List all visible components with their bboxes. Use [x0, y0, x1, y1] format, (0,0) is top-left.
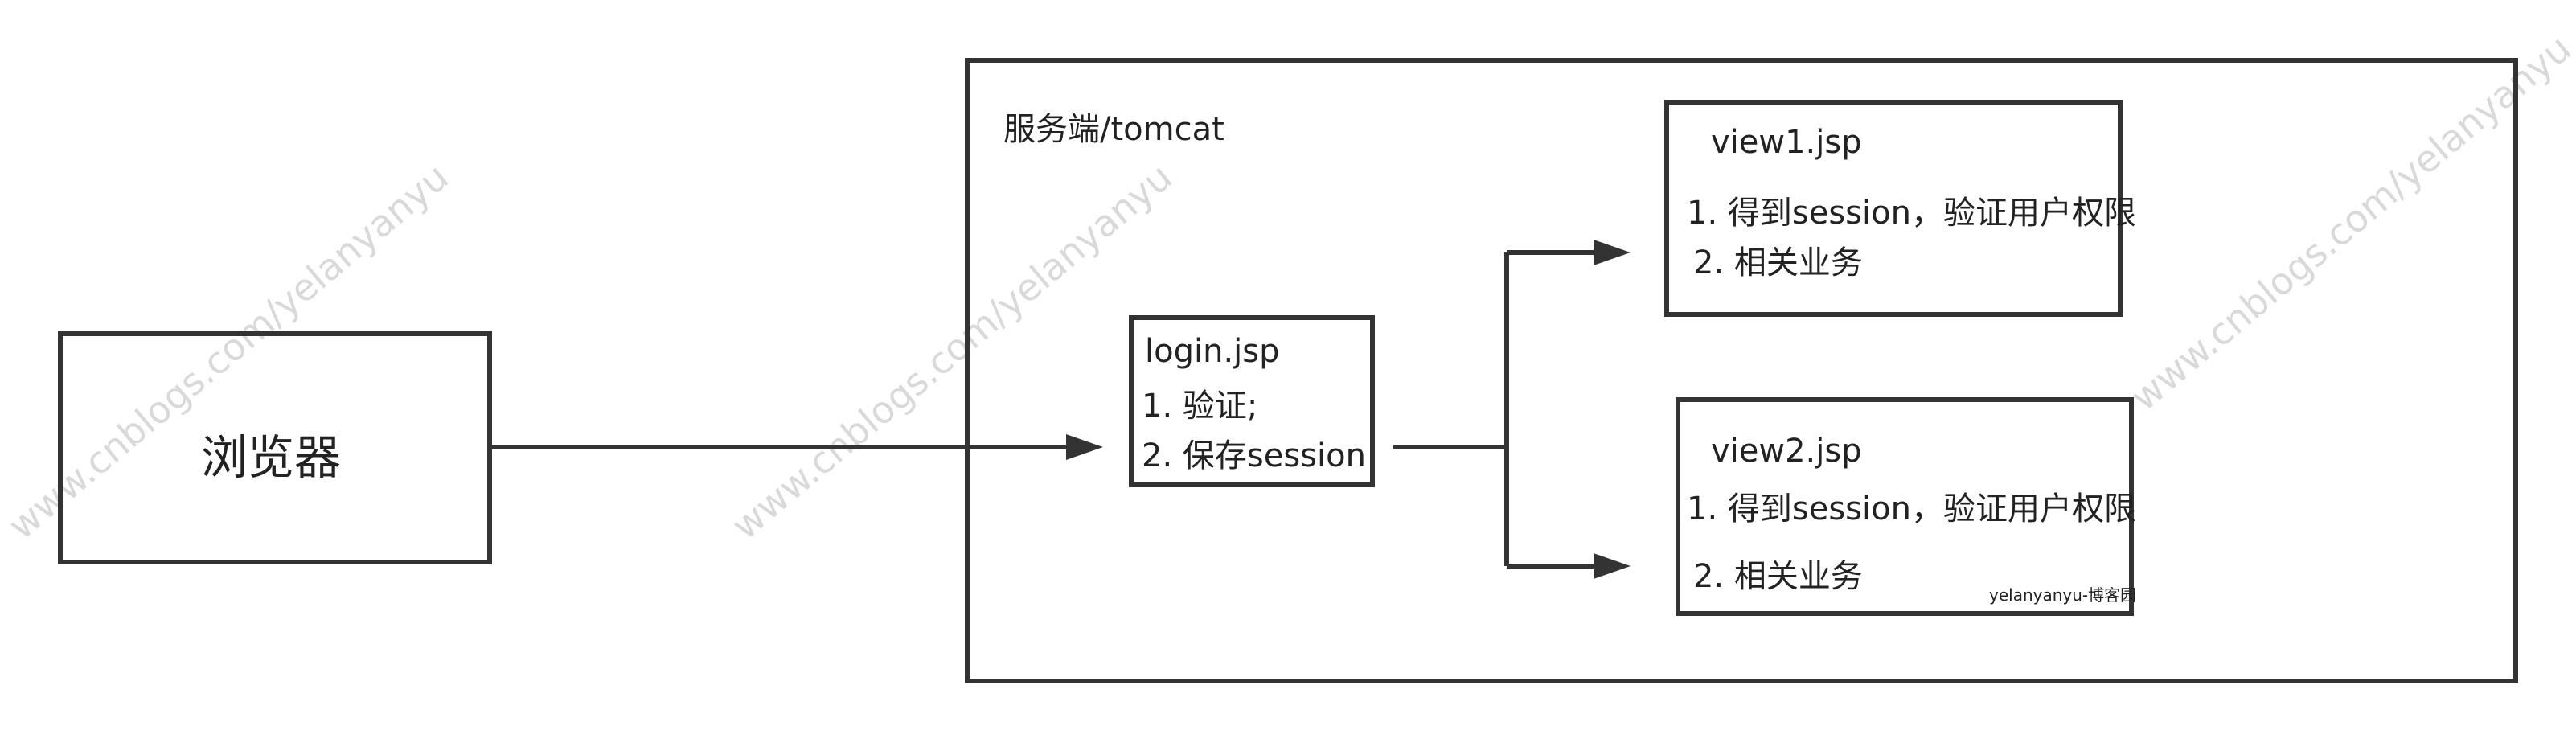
view1-jsp-line2: 2. 相关业务	[1693, 244, 1863, 281]
login-jsp-line1: 1. 验证;	[1142, 388, 1258, 425]
view1-jsp-line1: 1. 得到session，验证用户权限	[1687, 195, 2136, 232]
server-container	[965, 58, 2518, 683]
login-jsp-title: login.jsp	[1145, 333, 1280, 370]
login-jsp-box	[1129, 315, 1375, 487]
arrowhead-view2	[1594, 553, 1631, 579]
server-label: 服务端/tomcat	[1003, 111, 1224, 148]
view2-jsp-line2: 2. 相关业务	[1693, 558, 1863, 595]
view1-jsp-box	[1664, 100, 2123, 317]
view1-jsp-title: view1.jsp	[1711, 124, 1862, 161]
view2-jsp-title: view2.jsp	[1711, 433, 1862, 470]
view2-jsp-line1: 1. 得到session，验证用户权限	[1687, 491, 2136, 527]
arrowhead-view1	[1594, 240, 1631, 265]
browser-label: 浏览器	[201, 430, 342, 485]
arrowhead-login	[1066, 434, 1103, 460]
browser-box	[58, 331, 492, 564]
view2-jsp-box	[1676, 397, 2134, 616]
login-jsp-line2: 2. 保存session	[1142, 437, 1366, 474]
blog-tag: yelanyanyu-博客园	[1989, 585, 2137, 605]
